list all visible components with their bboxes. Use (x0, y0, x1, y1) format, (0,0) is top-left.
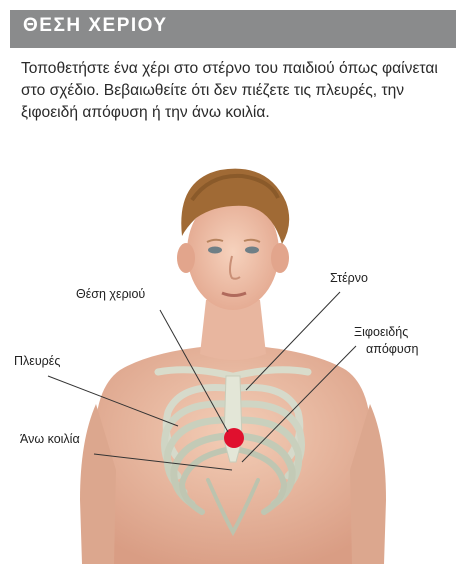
section-header: ΘΕΣΗ ΧΕΡΙΟΥ (10, 10, 456, 48)
left-ear (177, 243, 195, 273)
sternum (224, 376, 242, 462)
label-sternum: Στέρνο (330, 271, 368, 286)
right-ear (271, 243, 289, 273)
cpr-hand-position-illustration: Θέση χεριού Στέρνο Ξιφοειδής απόφυση Πλε… (10, 140, 456, 564)
label-upper-abdomen: Άνω κοιλία (20, 432, 80, 447)
instructions-text: Τοποθετήστε ένα χέρι στο στέρνο του παιδ… (21, 58, 441, 124)
page: ΘΕΣΗ ΧΕΡΙΟΥ Τοποθετήστε ένα χέρι στο στέ… (10, 10, 456, 564)
label-ribs: Πλευρές (14, 354, 60, 369)
label-xiphoid-line1: Ξιφοειδής (354, 325, 408, 340)
label-hand-position: Θέση χεριού (76, 287, 145, 302)
label-xiphoid-line2: απόφυση (366, 342, 418, 357)
section-title: ΘΕΣΗ ΧΕΡΙΟΥ (23, 15, 168, 37)
